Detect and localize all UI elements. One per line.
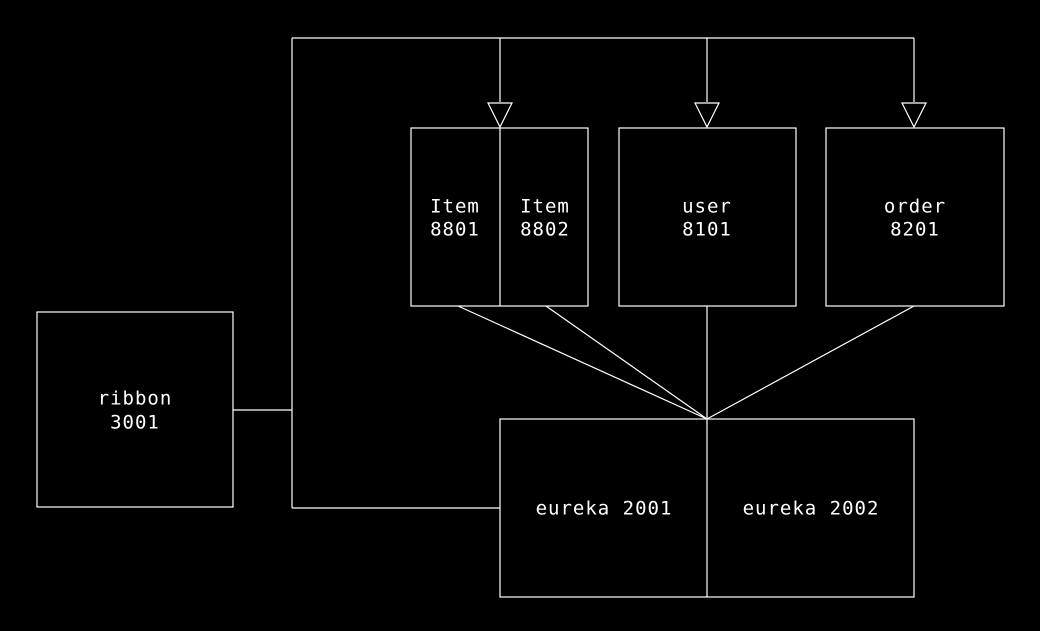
order-name: order <box>884 196 946 218</box>
item-8802-name: Item <box>520 196 570 218</box>
user-name: user <box>682 196 732 218</box>
user-port: 8101 <box>682 219 732 241</box>
ribbon-connections <box>233 37 914 509</box>
eureka-2001-label: eureka 2001 <box>536 498 673 520</box>
order-service-box <box>825 127 1005 307</box>
eureka-node[interactable]: eureka 2001 eureka 2002 <box>499 418 915 598</box>
service-drops <box>487 38 927 129</box>
arrow-down-icon <box>901 102 927 129</box>
ribbon-box <box>36 311 234 508</box>
arrow-down-icon <box>694 102 720 129</box>
ribbon-port: 3001 <box>110 412 160 434</box>
order-service-node[interactable]: order 8201 <box>825 127 1005 307</box>
arrow-down-icon <box>487 102 513 129</box>
order-to-eureka-line <box>706 305 915 420</box>
item-service-node[interactable]: Item 8801 Item 8802 <box>410 127 589 307</box>
item-8802-to-eureka-line <box>545 305 708 420</box>
item-8801-to-eureka-line <box>457 305 708 420</box>
ribbon-node[interactable]: ribbon 3001 <box>36 311 234 508</box>
item-8801-port: 8801 <box>430 219 480 241</box>
item-8802-port: 8802 <box>520 219 570 241</box>
user-service-node[interactable]: user 8101 <box>618 127 797 307</box>
order-port: 8201 <box>890 219 940 241</box>
registration-lines <box>457 305 915 420</box>
ribbon-name: ribbon <box>98 388 173 410</box>
eureka-2002-label: eureka 2002 <box>743 498 880 520</box>
item-8801-name: Item <box>430 196 480 218</box>
